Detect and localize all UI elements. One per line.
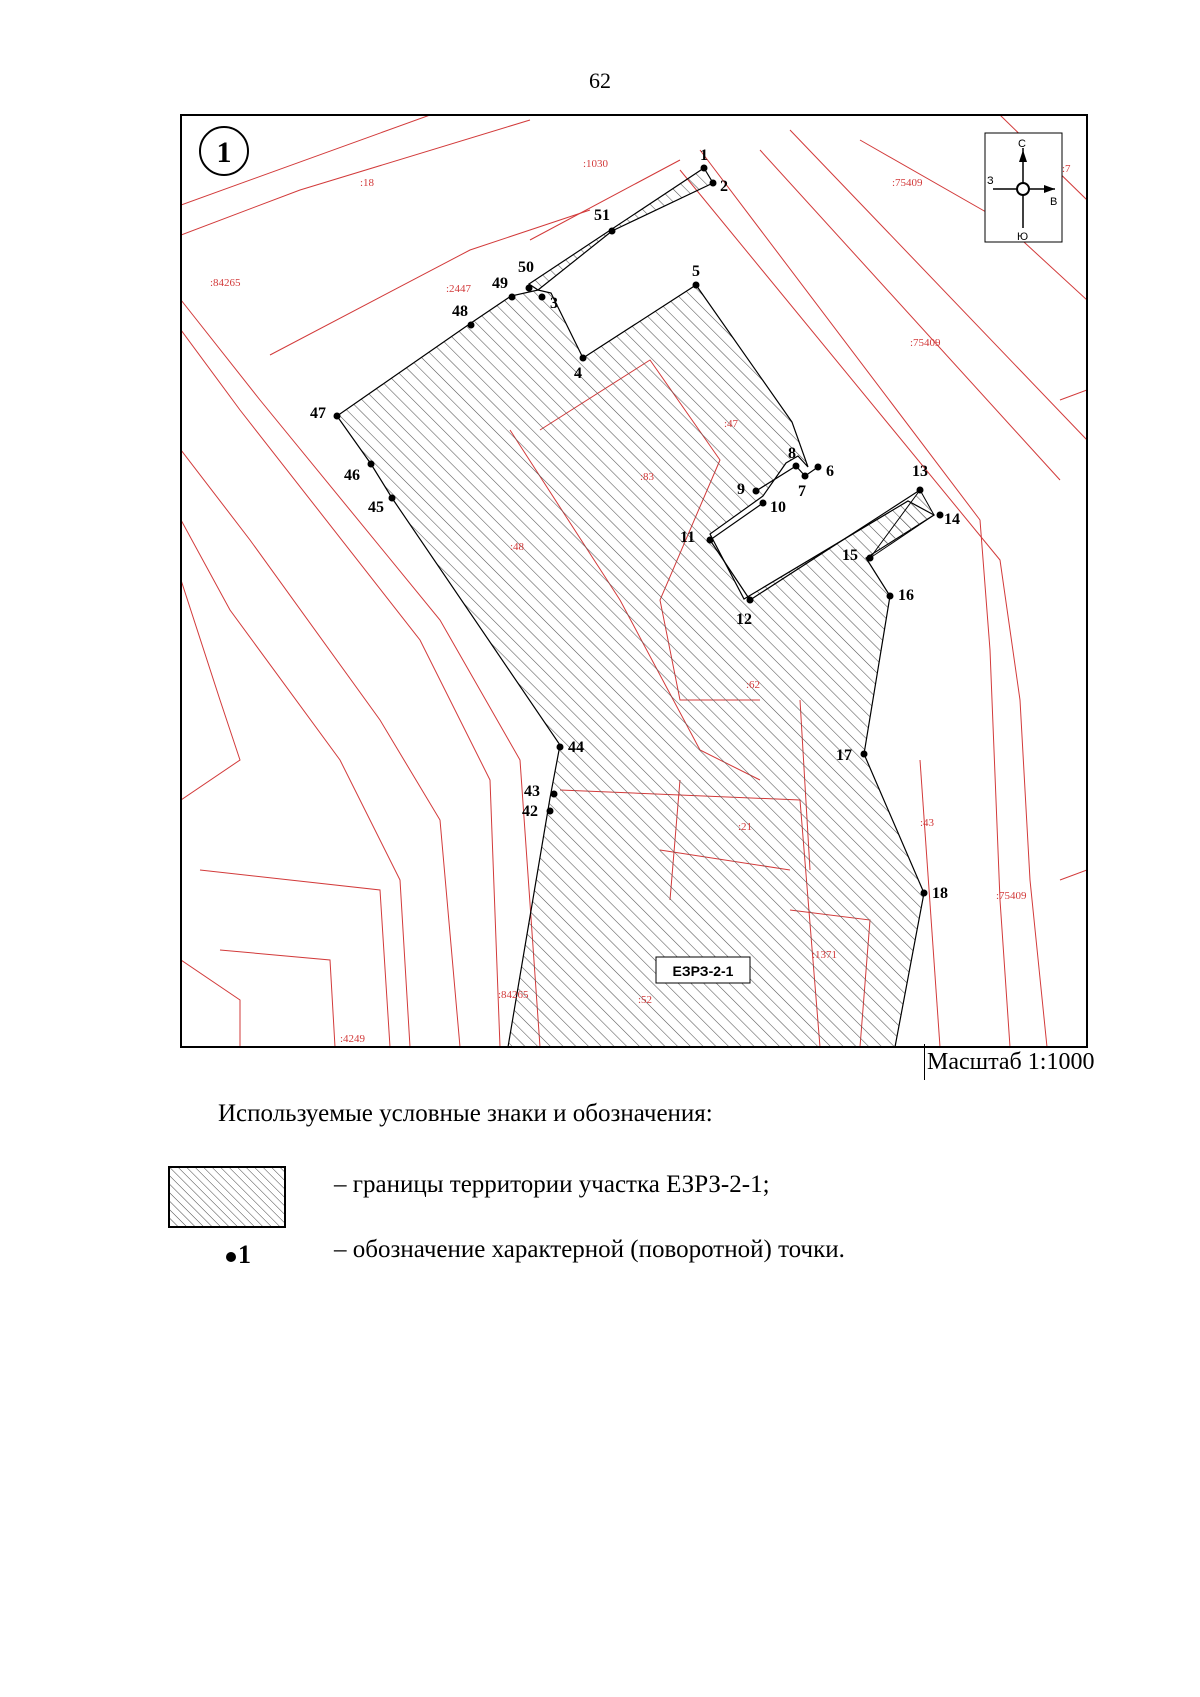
parcel-label: :47 bbox=[724, 418, 739, 430]
point-label: 18 bbox=[932, 885, 948, 902]
point-label: 47 bbox=[310, 405, 326, 422]
compass-rose: С Ю В З bbox=[984, 132, 1063, 243]
point-label: 5 bbox=[692, 263, 700, 280]
compass-north: С bbox=[1018, 138, 1026, 150]
legend-hatch-text: – границы территории участка ЕЗРЗ-2-1; bbox=[334, 1171, 770, 1198]
point-label: 10 bbox=[770, 499, 786, 516]
point-label: 12 bbox=[736, 611, 752, 628]
parcel-label: :7 bbox=[1062, 163, 1071, 175]
point-label: 49 bbox=[492, 275, 508, 292]
point-dot-icon bbox=[226, 1252, 236, 1263]
point-label: 45 bbox=[368, 499, 384, 516]
point-label: 1 bbox=[700, 147, 708, 164]
parcel-label: :2447 bbox=[446, 283, 472, 295]
legend-hatch-swatch bbox=[168, 1166, 286, 1228]
point-label: 50 bbox=[518, 259, 534, 276]
parcel-label: :75409 bbox=[996, 890, 1027, 902]
point-label: 48 bbox=[452, 303, 468, 320]
parcel-label: :1371 bbox=[812, 949, 837, 961]
point-label: 16 bbox=[898, 587, 914, 604]
point-label: 46 bbox=[344, 467, 360, 484]
compass-east: В bbox=[1050, 196, 1057, 208]
point-label: 2 bbox=[720, 178, 728, 195]
point-label: 17 bbox=[836, 747, 852, 764]
parcel-label: :43 bbox=[920, 817, 935, 829]
zone-label: ЕЗРЗ-2-1 bbox=[673, 963, 734, 979]
legend-point-number: 1 bbox=[238, 1240, 251, 1269]
map-frame bbox=[180, 114, 1088, 1048]
sheet-number-badge: 1 bbox=[199, 126, 249, 176]
scale-block: Масштаб 1:1000 bbox=[924, 1044, 1094, 1080]
legend-point-text: – обозначение характерной (поворотной) т… bbox=[334, 1236, 845, 1263]
parcel-label: :84265 bbox=[498, 989, 529, 1001]
turning-points: 1 2 3 4 5 6 7 8 9 10 11 12 13 14 15 16 1… bbox=[310, 147, 960, 902]
page-number: 62 bbox=[589, 68, 611, 93]
point-label: 15 bbox=[842, 547, 858, 564]
parcel-label: :83 bbox=[640, 471, 655, 483]
point-label: 43 bbox=[524, 783, 540, 800]
parcel-label: :48 bbox=[510, 541, 525, 553]
point-label: 42 bbox=[522, 803, 538, 820]
parcel-label: :52 bbox=[638, 994, 652, 1006]
scale-label: Масштаб 1:1000 bbox=[927, 1049, 1095, 1075]
point-label: 9 bbox=[737, 481, 745, 498]
point-label: 44 bbox=[568, 739, 584, 756]
parcel-label: :1030 bbox=[583, 158, 609, 170]
parcel-label: :62 bbox=[746, 679, 760, 691]
boundary-map: :18 :1030 :75409 :84265 :2447 :75409 :47… bbox=[180, 114, 1088, 1048]
zone-label-box: ЕЗРЗ-2-1 bbox=[655, 956, 751, 984]
point-label: 7 bbox=[798, 483, 806, 500]
point-label: 14 bbox=[944, 511, 960, 528]
point-label: 13 bbox=[912, 463, 928, 480]
legend-title: Используемые условные знаки и обозначени… bbox=[218, 1100, 713, 1127]
parcel-label: :21 bbox=[738, 821, 752, 833]
parcel-labels: :18 :1030 :75409 :84265 :2447 :75409 :47… bbox=[210, 158, 1071, 1045]
compass-south: Ю bbox=[1017, 231, 1028, 243]
point-label: 51 bbox=[594, 207, 610, 224]
point-label: 3 bbox=[550, 295, 558, 312]
sheet-number: 1 bbox=[217, 136, 232, 169]
parcel-label: :75409 bbox=[892, 177, 923, 189]
parcel-label: :4249 bbox=[340, 1033, 366, 1045]
hatch-pattern-icon bbox=[170, 1168, 284, 1226]
point-label: 4 bbox=[574, 365, 582, 382]
compass-west: З bbox=[987, 175, 994, 187]
point-label: 11 bbox=[680, 529, 695, 546]
zone-polygons bbox=[336, 167, 936, 1048]
point-label: 8 bbox=[788, 445, 796, 462]
legend-point-symbol: 1 bbox=[226, 1240, 251, 1270]
parcel-label: :18 bbox=[360, 177, 375, 189]
point-label: 6 bbox=[826, 463, 834, 480]
parcel-label: :84265 bbox=[210, 277, 241, 289]
parcel-label: :75409 bbox=[910, 337, 941, 349]
